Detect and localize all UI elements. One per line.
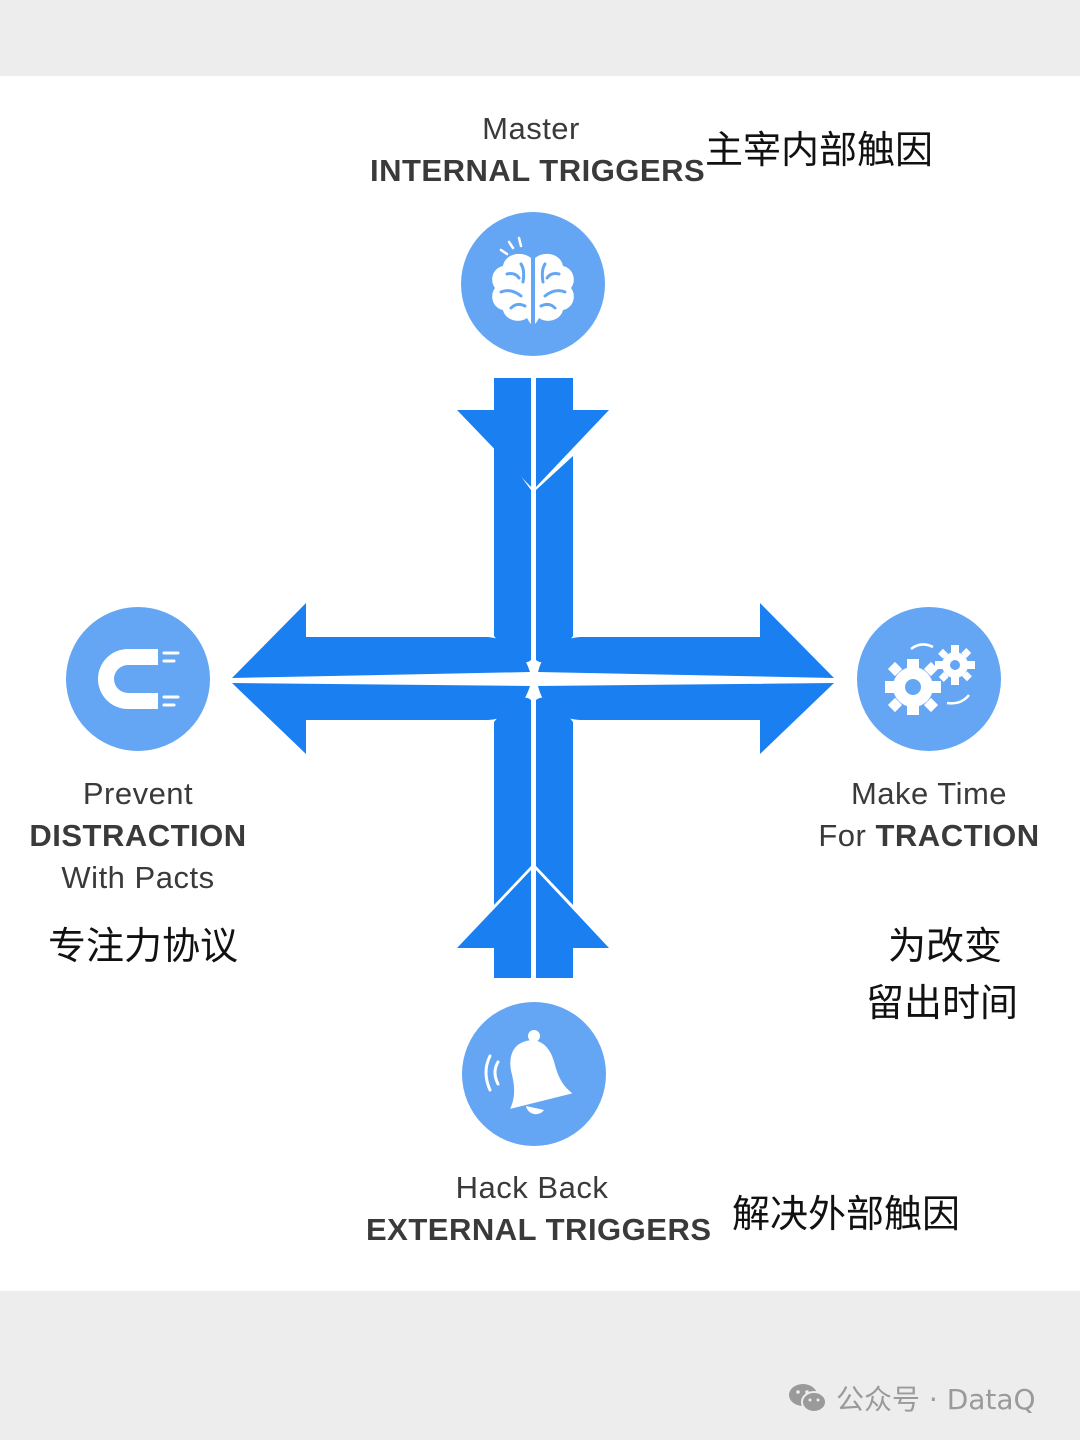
top-label: Master INTERNAL TRIGGERS: [370, 108, 706, 192]
arrow-right-head-lower: [538, 683, 834, 754]
arrow-top-down-left: [457, 378, 531, 487]
top-band: [0, 0, 1080, 76]
watermark-text: 公众号 · DataQ: [836, 1383, 1036, 1416]
bottom-label: Hack Back EXTERNAL TRIGGERS: [366, 1167, 712, 1251]
wechat-icon: [789, 1384, 827, 1413]
bottom-band: [0, 1291, 1080, 1440]
arrow-down-shaft-right: [536, 456, 573, 663]
gears-icon: [885, 643, 975, 715]
magnet-circle: [66, 607, 210, 751]
right-label-line2-bold: TRACTION: [875, 818, 1040, 853]
arrow-left-head: [232, 603, 530, 678]
top-label-line1: Master: [482, 111, 580, 146]
arrow-top-down-right: [536, 378, 609, 487]
right-label-line1: Make Time: [850, 776, 1008, 811]
bell-circle: [462, 1002, 606, 1146]
top-label-line2: INTERNAL TRIGGERS: [370, 153, 706, 188]
right-label-line2-prefix: For: [818, 818, 876, 853]
bottom-zh-label: 解决外部触因: [732, 1192, 961, 1236]
arrow-up-shaft-right: [536, 697, 573, 905]
gears-circle: [857, 607, 1001, 751]
left-label: Prevent DISTRACTION With Pacts: [22, 773, 254, 899]
left-zh-label: 专注力协议: [48, 924, 239, 968]
left-label-line3: With Pacts: [61, 860, 215, 895]
magnet-icon: [98, 649, 180, 709]
right-label: Make Time For TRACTION: [818, 773, 1040, 863]
arrow-left-head-lower: [232, 683, 530, 754]
arrow-bottom-up-right: [536, 870, 609, 978]
arrow-bottom-up-left: [457, 870, 531, 978]
top-zh-label: 主宰内部触因: [705, 128, 934, 172]
arrow-up-shaft-left: [494, 697, 531, 905]
bottom-label-line2: EXTERNAL TRIGGERS: [366, 1212, 712, 1247]
brain-circle: [461, 212, 605, 356]
bell-icon: [484, 1030, 573, 1115]
watermark: 公众号 · DataQ: [788, 1377, 1036, 1419]
brain-icon: [492, 236, 574, 324]
arrow-right-head: [538, 603, 834, 678]
arrow-down-shaft-left: [494, 440, 531, 663]
right-zh-label-line1: 为改变: [888, 924, 1003, 968]
right-zh-label-line2: 留出时间: [866, 981, 1019, 1025]
left-label-line2: DISTRACTION: [29, 818, 247, 853]
left-label-line1: Prevent: [82, 776, 194, 811]
bottom-label-line1: Hack Back: [455, 1170, 609, 1205]
